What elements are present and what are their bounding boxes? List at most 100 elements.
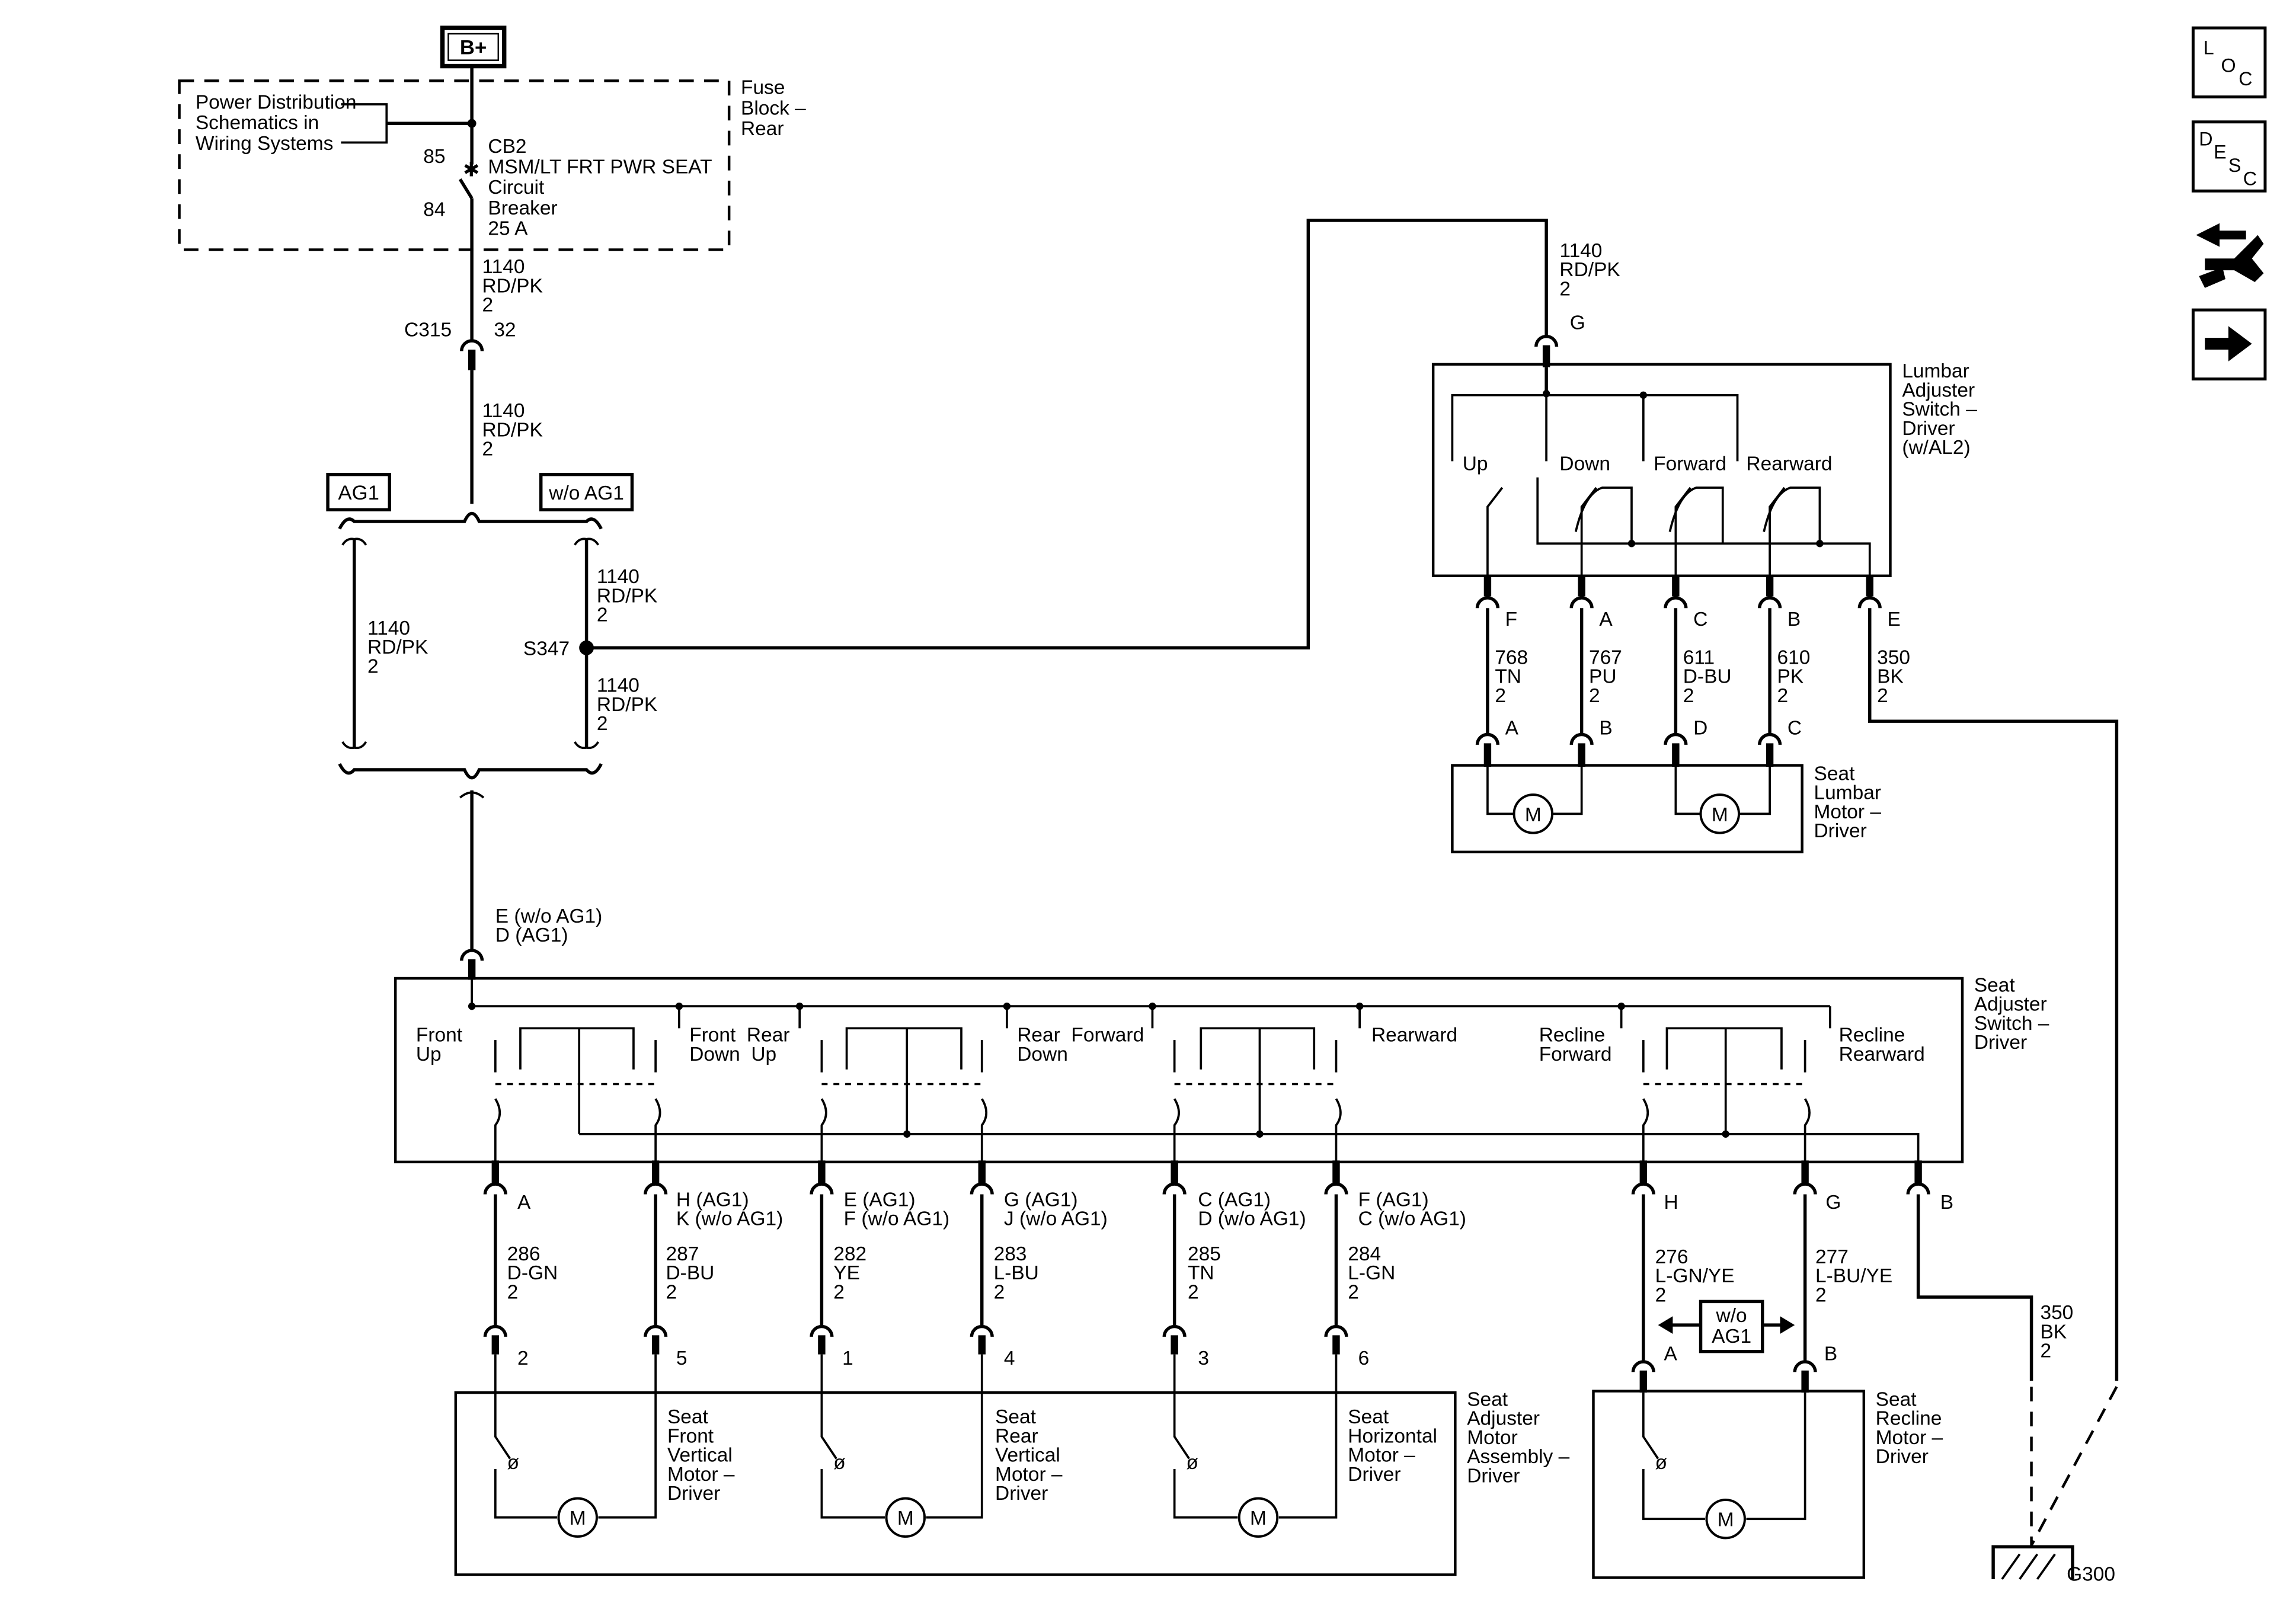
splice-s347: S347 bbox=[523, 638, 594, 660]
lumbar-pos-forward: Forward bbox=[1654, 453, 1726, 475]
svg-text:A: A bbox=[1505, 718, 1519, 740]
svg-text:C (AG1)D (w/o AG1): C (AG1)D (w/o AG1) bbox=[1198, 1189, 1306, 1230]
circuit-breaker-label: CB2 MSM/LT FRT PWR SEAT Circuit Breaker … bbox=[488, 136, 718, 240]
svg-text:3: 3 bbox=[1198, 1347, 1209, 1369]
b-plus-source: B+ bbox=[440, 25, 507, 69]
motor-m-icon: M bbox=[570, 1507, 586, 1529]
motor-m-icon: M bbox=[1525, 804, 1542, 826]
svg-text:Rearward: Rearward bbox=[1371, 1025, 1457, 1046]
rear-vertical-motor: ø M Seat Rear Vertical Motor – Driver bbox=[820, 1354, 1068, 1538]
svg-text:Seat Adjuster Swit: Seat Adjuster Switch – Driver bbox=[1974, 974, 2055, 1054]
seat-adjuster-switch: Seat Adjuster Switch – Driver bbox=[394, 974, 2055, 1185]
arrow-right-icon bbox=[2205, 326, 2252, 361]
thermal-switch-icon: ø bbox=[507, 1452, 519, 1474]
svg-text:w/o AG1: w/o AG1 bbox=[548, 482, 624, 504]
svg-text:4: 4 bbox=[1004, 1347, 1015, 1369]
svg-text:E: E bbox=[1888, 609, 1901, 630]
svg-text:H: H bbox=[1664, 1192, 1678, 1214]
lumbar-adjuster-switch: G Lumbar Adjuster Switch – Driver (w/AL2… bbox=[1431, 312, 1982, 600]
svg-text:F: F bbox=[1505, 609, 1517, 630]
svg-text:D: D bbox=[1693, 718, 1707, 740]
svg-text:C: C bbox=[1787, 718, 1802, 740]
switch-section-front bbox=[494, 1027, 661, 1185]
connector-c315: C315 32 bbox=[404, 319, 516, 370]
thermal-switch-icon: ø bbox=[1186, 1452, 1198, 1474]
lumbar-pos-down: Down bbox=[1559, 453, 1610, 475]
wire-1140-label: 1140 RD/PK 2 bbox=[597, 675, 663, 735]
svg-text:Seat Lumbar Motor: Seat Lumbar Motor – Driver bbox=[1814, 763, 1887, 842]
svg-text:C: C bbox=[1693, 609, 1707, 630]
svg-text:E (AG1)F (w/o AG1): E (AG1)F (w/o AG1) bbox=[844, 1189, 950, 1230]
power-distribution-ref[interactable]: Power Distribution Schematics in Wiring … bbox=[196, 91, 362, 154]
loc-button[interactable]: L O C bbox=[2191, 26, 2267, 99]
svg-text:H (AG1)K (w/o AG1): H (AG1)K (w/o AG1) bbox=[676, 1189, 783, 1230]
svg-text:B: B bbox=[1787, 609, 1801, 630]
wire-1140-ag1-label: 1140 RD/PK 2 bbox=[367, 617, 434, 677]
svg-text:A: A bbox=[1599, 609, 1613, 630]
motor-m-icon: M bbox=[1718, 1509, 1734, 1531]
svg-text:B: B bbox=[1824, 1343, 1837, 1365]
svg-text:O: O bbox=[2221, 55, 2236, 76]
svg-text:S: S bbox=[2228, 155, 2241, 176]
fuse-block-label: Fuse Block – Rear bbox=[741, 77, 811, 140]
seat-adjuster-motor-assembly: 2 5 1 4 3 6 Seat Adjuster Motor Assembly… bbox=[454, 1324, 1575, 1576]
svg-text:S347: S347 bbox=[523, 638, 570, 660]
svg-text:A: A bbox=[1664, 1343, 1678, 1365]
svg-text:Seat Rear Vert: Seat Rear Vertical Motor – Driver bbox=[995, 1406, 1068, 1505]
option-tag-ag1: AG1 bbox=[326, 472, 391, 511]
seat-lumbar-motor: A B D C M M Seat Lumbar Motor – Driver bbox=[1451, 718, 1887, 854]
breaker-pin-85: 85 bbox=[423, 146, 445, 168]
option-tag-wo-ag1: w/o AG1 bbox=[539, 472, 634, 511]
wire-1140-label: 1140 RD/PK 2 bbox=[597, 566, 663, 626]
wire-1140-label: 1140 RD/PK 2 bbox=[482, 256, 548, 316]
svg-text:C: C bbox=[2239, 68, 2252, 89]
lumbar-pos-rearward: Rearward bbox=[1746, 453, 1832, 475]
svg-text:C: C bbox=[2243, 168, 2257, 189]
switch-section-recline bbox=[1642, 1027, 1811, 1185]
desc-button[interactable]: D E S C bbox=[2191, 120, 2267, 193]
seat-switch-feed-pin: E (w/o AG1) D (AG1) bbox=[495, 905, 608, 946]
switch-section-horizontal bbox=[1173, 1027, 1342, 1185]
lumbar-pos-up: Up bbox=[1463, 453, 1488, 475]
front-vertical-motor: ø M Seat Front Vertical Motor – Driver bbox=[494, 1354, 735, 1538]
svg-text:Seat Adjuster Moto: Seat Adjuster Motor Assembly – Driver bbox=[1467, 1388, 1575, 1487]
svg-text:1: 1 bbox=[842, 1347, 853, 1369]
svg-text:5: 5 bbox=[676, 1347, 687, 1369]
horizontal-motor: ø M Seat Horizontal Motor – Driver bbox=[1173, 1354, 1443, 1538]
wire-1140-lumbar-label: 1140 RD/PK 2 bbox=[1559, 240, 1626, 300]
svg-text:2: 2 bbox=[517, 1347, 529, 1369]
svg-text:L: L bbox=[2204, 37, 2214, 59]
lumbar-switch-label: Lumbar Adjuster Switch – Driver (w/AL2) bbox=[1902, 360, 1982, 459]
svg-text:6: 6 bbox=[1358, 1347, 1370, 1369]
svg-text:AG1: AG1 bbox=[338, 482, 379, 504]
svg-text:Seat Horizontal: Seat Horizontal Motor – Driver bbox=[1348, 1406, 1443, 1486]
next-page-button[interactable] bbox=[2191, 308, 2267, 381]
ground-g300: G300 bbox=[1991, 1386, 2118, 1585]
connector-tool-icon[interactable] bbox=[2196, 223, 2264, 288]
